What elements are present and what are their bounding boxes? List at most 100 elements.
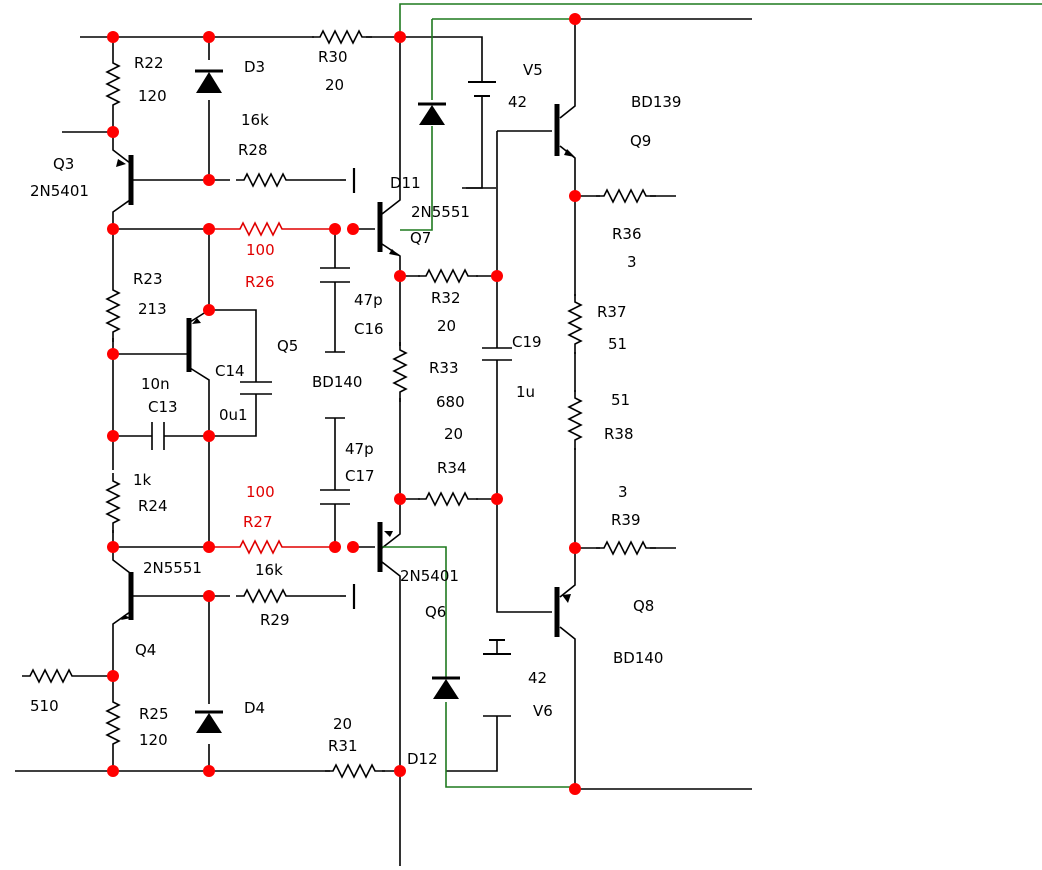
capacitor-plate [325, 351, 345, 419]
transistor-q8 [554, 587, 571, 637]
capacitor-c14 [240, 381, 272, 395]
label-d12-ref: D12 [407, 750, 438, 768]
label-q5-ref: Q5 [277, 337, 299, 355]
label-r29-value: 16k [255, 561, 283, 579]
label-r27-ref: R27 [243, 513, 273, 531]
label-r39-ref: R39 [611, 511, 641, 529]
label-q7-ref: Q7 [410, 229, 432, 247]
label-r22-ref: R22 [134, 54, 164, 72]
label-r22-value: 120 [138, 87, 167, 105]
capacitor-c19 [482, 347, 512, 361]
transistor-q9 [554, 104, 575, 157]
label-r34-value: 20 [444, 425, 464, 443]
resistor-r38 [568, 389, 582, 451]
resistor-r32 [417, 269, 479, 283]
label-r38-value: 51 [611, 391, 631, 409]
diode-d11 [418, 102, 446, 125]
label-r24-ref: R24 [138, 497, 168, 515]
transistor-q7 [377, 202, 399, 256]
label-c16-value: 47p [354, 291, 383, 309]
label-d11-ref: D11 [390, 174, 421, 192]
label-r27-value: 100 [246, 483, 275, 501]
label-r23-ref: R23 [133, 270, 163, 288]
capacitor-c16 [320, 267, 350, 283]
capacitor-c13 [151, 422, 165, 450]
label-r25-value: 120 [139, 731, 168, 749]
label-q3-ref: Q3 [53, 155, 75, 173]
resistor-r39 [595, 541, 657, 555]
resistor-r30 [311, 30, 373, 44]
label-c13-value: 10n [141, 375, 170, 393]
diode-d3 [195, 69, 223, 93]
label-r33-ref: R33 [429, 359, 459, 377]
label-q8-ref: Q8 [633, 597, 655, 615]
label-q5-part: BD140 [312, 373, 363, 391]
label-q7-part: 2N5551 [411, 203, 470, 221]
label-r26-value: 100 [246, 241, 275, 259]
resistor-r23 [106, 281, 120, 343]
label-v5-value: 42 [508, 93, 528, 111]
label-q6-ref: Q6 [425, 603, 447, 621]
junction-nodes [107, 13, 581, 795]
diode-d12 [432, 676, 460, 699]
capacitor-c17 [320, 489, 350, 505]
label-c14-ref: C14 [215, 362, 245, 380]
label-v5-ref: V5 [523, 61, 543, 79]
label-r37-ref: R37 [597, 303, 627, 321]
label-r32-ref: R32 [431, 289, 461, 307]
label-r32-value: 20 [437, 317, 457, 335]
label-q3-part: 2N5401 [30, 182, 89, 200]
label-r36-value: 3 [627, 253, 637, 271]
label-r33-value: 680 [436, 393, 465, 411]
label-c13-ref: C13 [148, 398, 178, 416]
diode-d4 [195, 710, 223, 733]
resistor-r26 [231, 222, 293, 236]
battery-v6 [483, 639, 511, 717]
label-r30-value: 20 [325, 76, 345, 94]
label-q9-ref: Q9 [630, 132, 652, 150]
battery-v5 [466, 81, 496, 189]
resistor-r28 [235, 173, 297, 187]
label-r38-ref: R38 [604, 425, 634, 443]
resistor-r34 [417, 492, 479, 506]
label-q4-ref: Q4 [135, 641, 157, 659]
label-r28-ref: R28 [238, 141, 268, 159]
resistor-r31 [324, 764, 386, 778]
label-r23-value: 213 [138, 300, 167, 318]
transistor-q5 [186, 318, 201, 372]
label-r34-ref: R34 [437, 459, 467, 477]
label-v6-ref: V6 [533, 702, 553, 720]
resistor-r29 [235, 589, 297, 603]
label-c17-value: 47p [345, 440, 374, 458]
resistor-r37 [568, 293, 582, 355]
label-q6-part: 2N5401 [400, 567, 459, 585]
label-r30-ref: R30 [318, 48, 348, 66]
resistor-r22 [106, 54, 120, 116]
label-q9-part: BD139 [631, 93, 682, 111]
resistor-r27 [231, 540, 293, 554]
resistor-r33 [393, 341, 407, 403]
label-rin-value: 510 [30, 697, 59, 715]
label-r24-value: 1k [133, 471, 152, 489]
resistor-r-input [21, 669, 83, 683]
label-c14-value: 0u1 [219, 406, 248, 424]
label-d3-ref: D3 [244, 58, 266, 76]
label-c19-value: 1u [516, 383, 536, 401]
label-r39-value: 3 [618, 483, 628, 501]
label-r28-value: 16k [241, 111, 269, 129]
label-r37-value: 51 [608, 335, 628, 353]
label-q4-part: 2N5551 [143, 559, 202, 577]
label-r31-value: 20 [333, 715, 353, 733]
transistor-q6 [377, 522, 393, 572]
label-r26-ref: R26 [245, 273, 275, 291]
label-r25-ref: R25 [139, 705, 169, 723]
resistor-r24 [106, 472, 120, 534]
label-r29-ref: R29 [260, 611, 290, 629]
label-c19-ref: C19 [512, 333, 542, 351]
label-v6-value: 42 [528, 669, 548, 687]
green-net [382, 3, 1042, 788]
resistor-r36 [595, 189, 657, 203]
resistor-r25 [106, 693, 120, 755]
label-d4-ref: D4 [244, 699, 266, 717]
